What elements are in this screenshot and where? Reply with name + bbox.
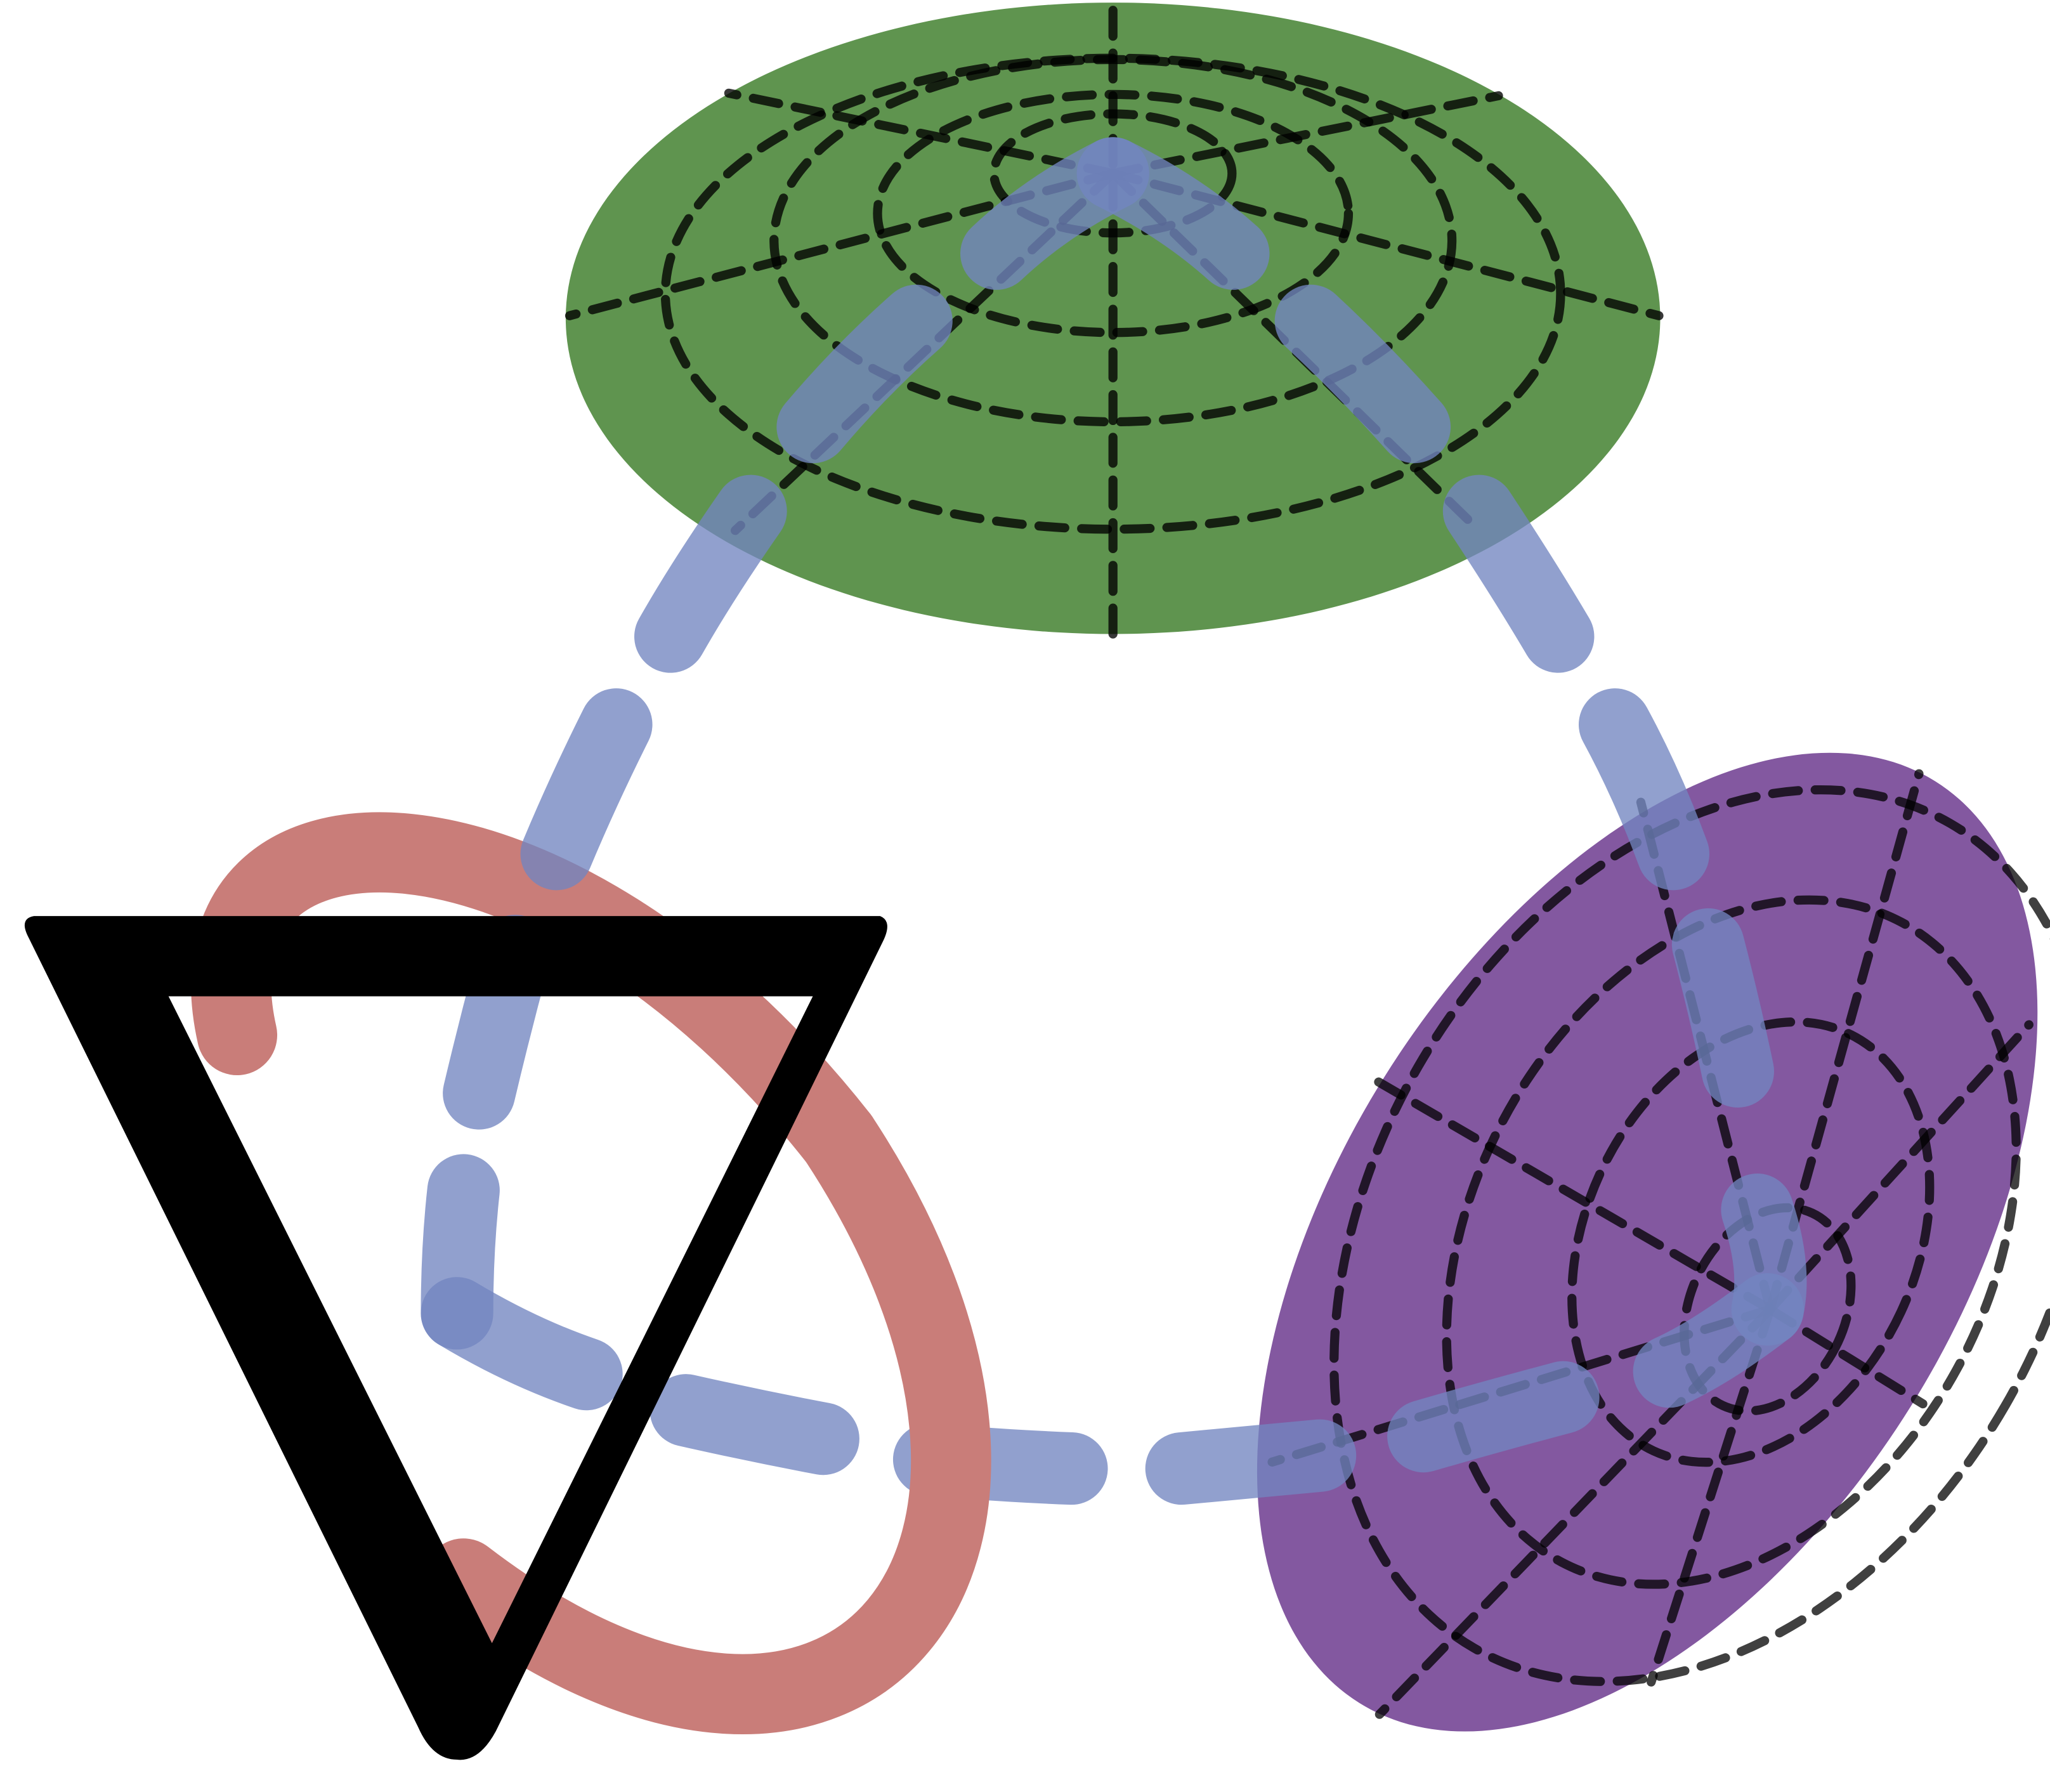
- connector-dash-11: [1387, 1361, 1600, 1473]
- purple-grid-spoke-3: [1364, 1071, 1775, 1314]
- red-ring-icon: [423, 1098, 991, 1734]
- connector-dash-7: [1578, 688, 1710, 891]
- connector-dash-16: [421, 1154, 500, 1350]
- connector-dash-10: [1633, 1273, 1804, 1408]
- purple-grid-ring-3: [1442, 895, 2021, 1589]
- purple-grid-ring-1: [1680, 1203, 1856, 1416]
- purple-disk-icon: [1257, 752, 2050, 1732]
- connector-dash-12: [1145, 1419, 1357, 1505]
- connector-dash-1: [634, 474, 787, 673]
- green-grid-spoke-upper-left: [724, 88, 1118, 178]
- connector-dash-4: [1076, 137, 1270, 290]
- connector-dash-2: [776, 284, 953, 464]
- connector-dash-5: [1274, 284, 1451, 464]
- purple-disk-grid: [1267, 769, 2050, 1719]
- purple-grid-spoke-6: [1647, 1305, 1775, 1687]
- connector-dash-18: [520, 688, 653, 891]
- connector-dash-14: [650, 1374, 859, 1475]
- purple-disk-surface: [1257, 752, 2038, 1732]
- purple-grid-spoke-8: [1765, 1020, 2034, 1314]
- nabla-symbol-icon: [24, 916, 887, 1760]
- purple-grid-ring-2: [1567, 1017, 1935, 1467]
- connector-dash-6: [1442, 474, 1595, 673]
- purple-grid-ring-4: [1329, 785, 2050, 1686]
- nabla-symbol-text: ∇: [11, 0, 12, 1]
- green-grid-spoke-upper-right: [1108, 91, 1503, 178]
- connector-dash-8: [1671, 908, 1774, 1108]
